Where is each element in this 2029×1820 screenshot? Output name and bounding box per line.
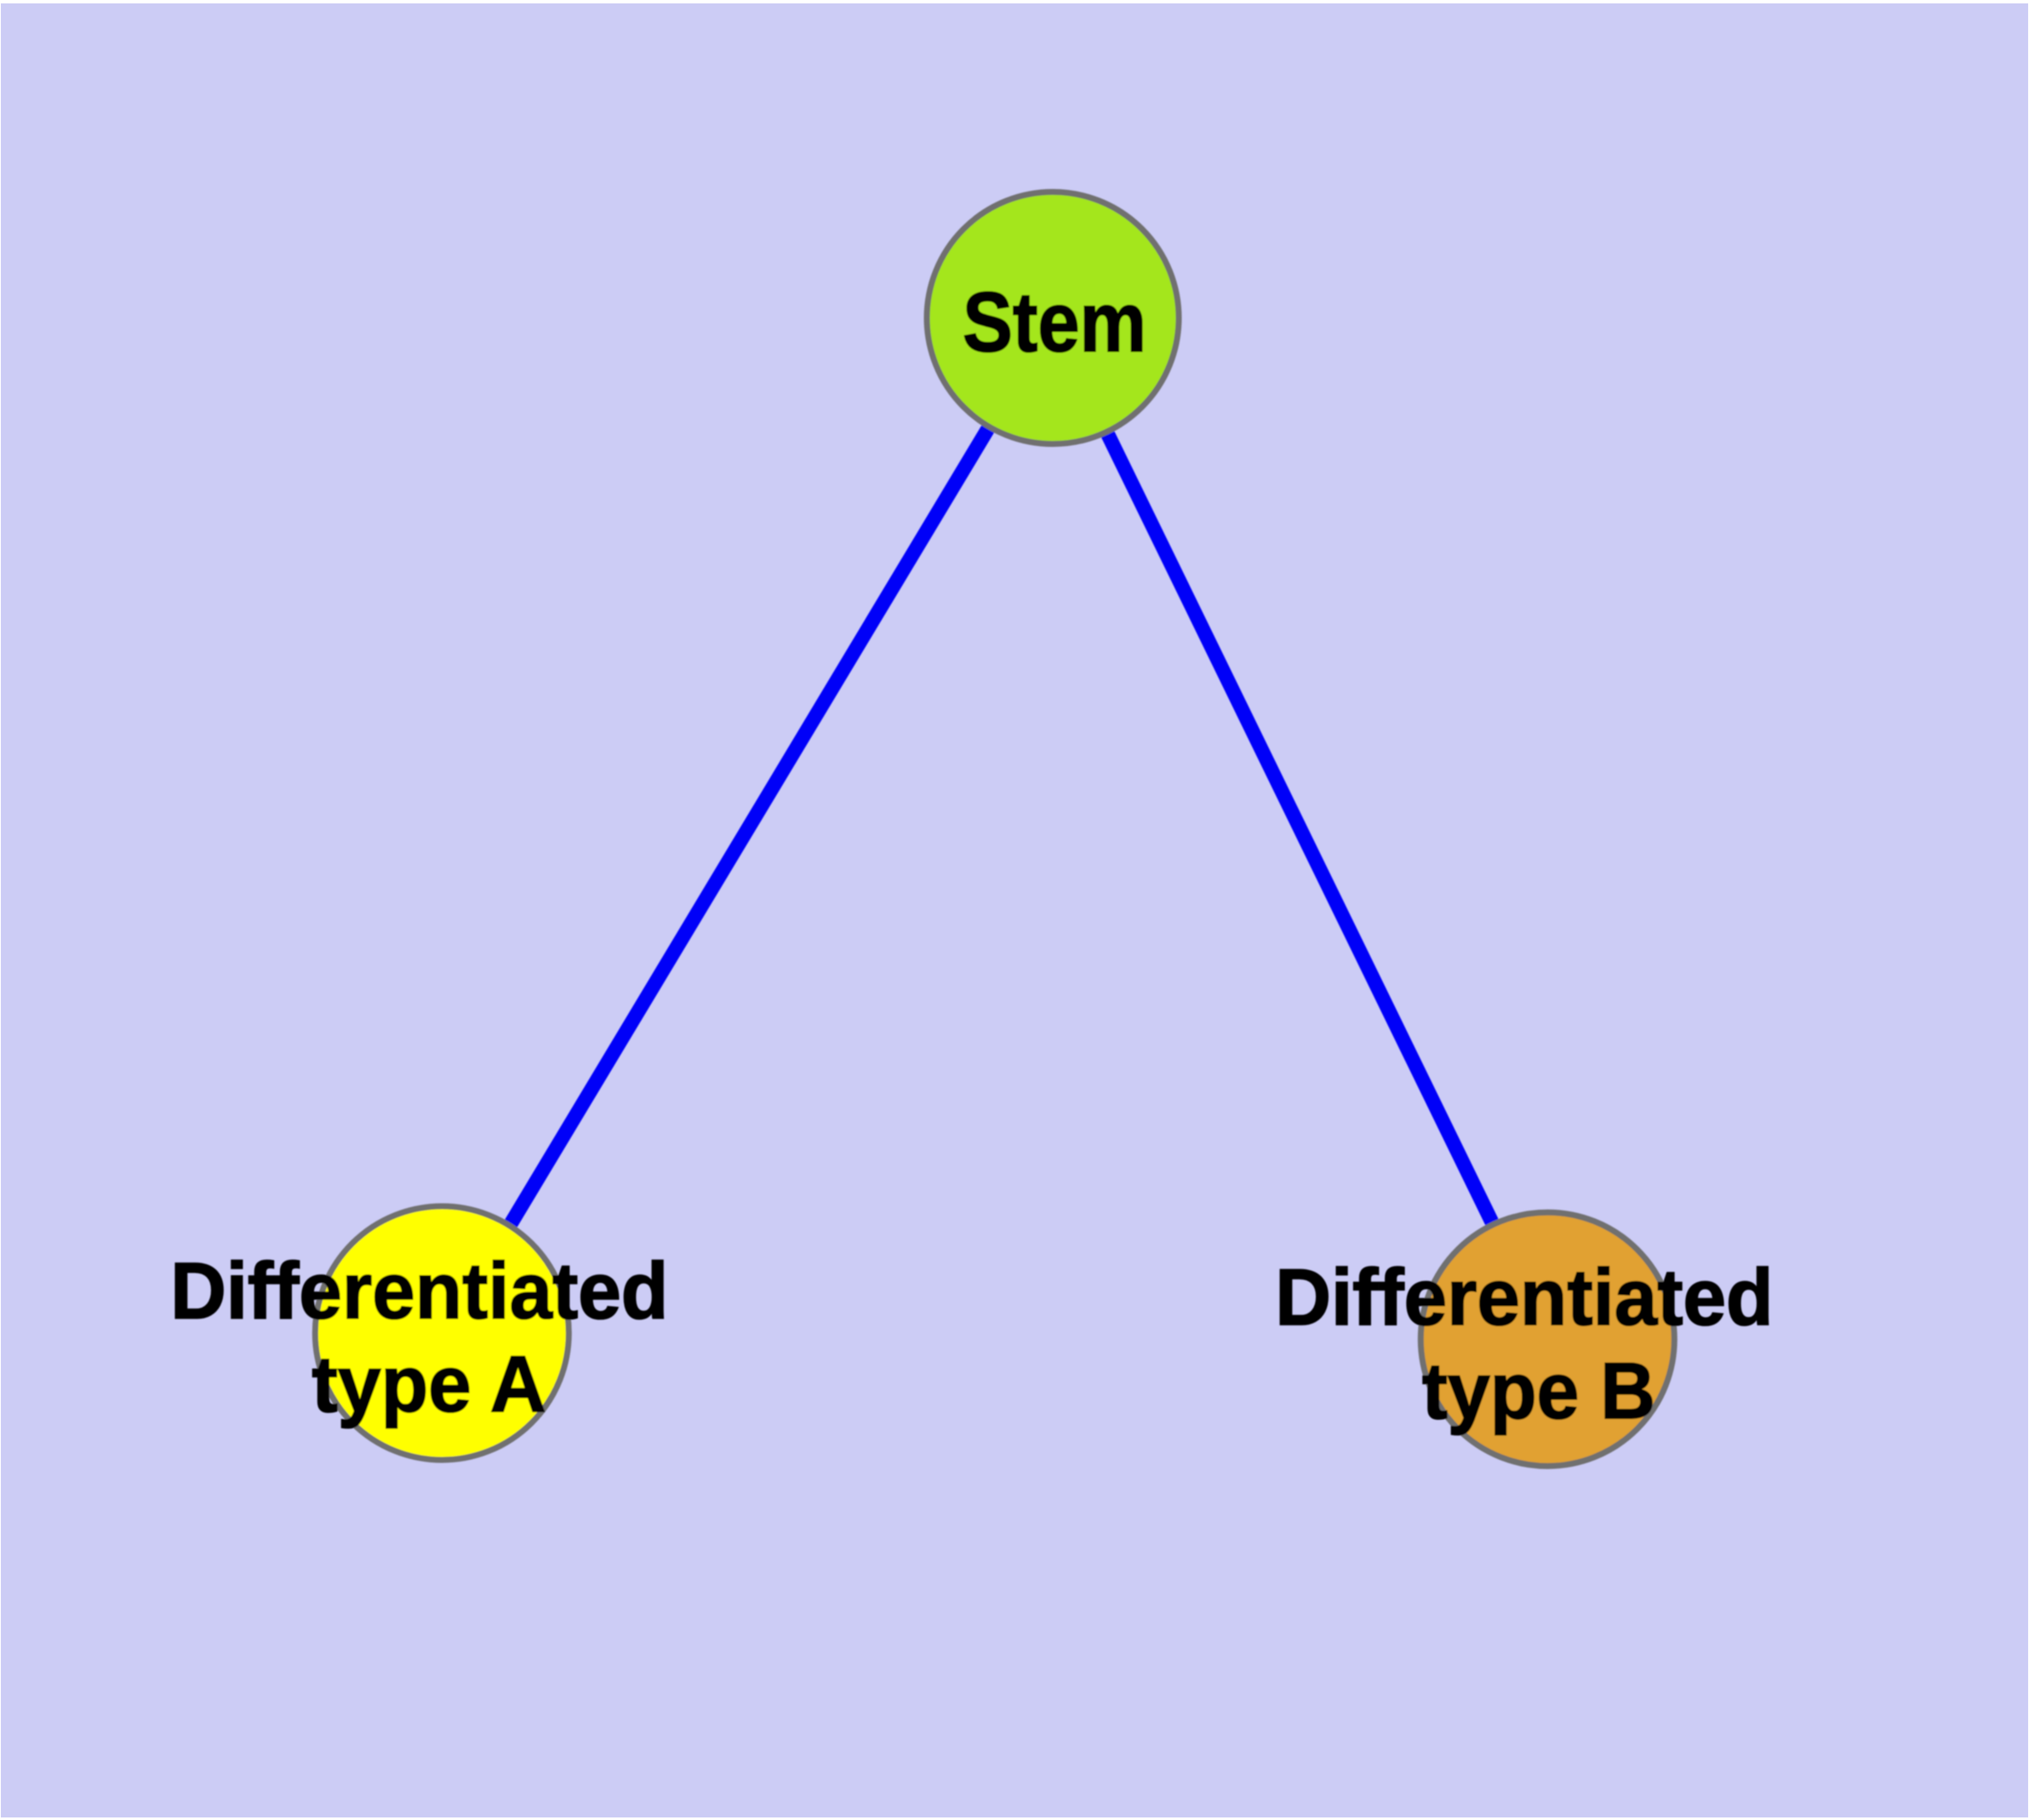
svg-text:Differentiated: Differentiated bbox=[1275, 1252, 1773, 1342]
svg-text:type B: type B bbox=[1422, 1346, 1655, 1435]
svg-text:Differentiated: Differentiated bbox=[170, 1246, 668, 1336]
svg-text:Stem: Stem bbox=[963, 275, 1146, 369]
svg-text:type A: type A bbox=[312, 1339, 546, 1428]
